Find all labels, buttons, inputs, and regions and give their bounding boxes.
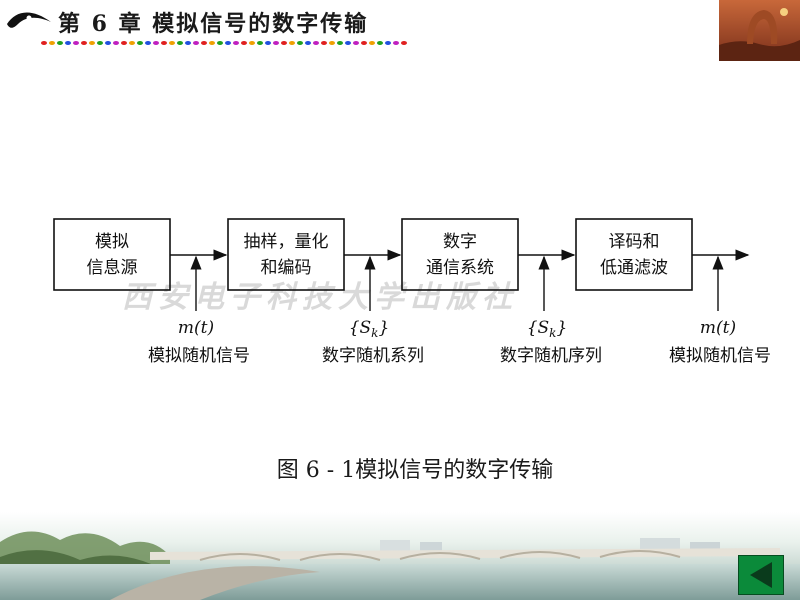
decorative-dot <box>177 41 183 45</box>
block-analog-source: 模拟 信息源 <box>53 218 171 291</box>
signal-symbol: {Sk} <box>349 318 390 340</box>
decorative-dot <box>249 41 255 45</box>
decorative-dot <box>41 41 47 45</box>
decorative-dot <box>225 41 231 45</box>
block-label: 模拟 <box>95 232 129 252</box>
block-sampling-quantizing-encoding: 抽样，量化 和编码 <box>227 218 345 291</box>
decorative-dot <box>129 41 135 45</box>
header-photo-arch <box>719 0 800 61</box>
decorative-dot <box>305 41 311 45</box>
decorative-dot <box>385 41 391 45</box>
decorative-dot <box>377 41 383 45</box>
block-label: 数字 <box>443 232 477 252</box>
decorative-dot <box>105 41 111 45</box>
decorative-dot <box>121 41 127 45</box>
decorative-dotted-line <box>41 41 407 45</box>
block-label: 译码和 <box>609 232 660 252</box>
block-label: 和编码 <box>261 258 312 278</box>
decorative-dot <box>169 41 175 45</box>
decorative-dot <box>289 41 295 45</box>
signal-label: 数字随机序列 <box>500 346 602 366</box>
decorative-dot <box>209 41 215 45</box>
decorative-dot <box>65 41 71 45</box>
decorative-dot <box>145 41 151 45</box>
footer-bridge-scene <box>0 512 800 600</box>
decorative-dot <box>217 41 223 45</box>
block-label: 通信系统 <box>426 258 494 278</box>
decorative-dot <box>345 41 351 45</box>
block-decoding-lowpass: 译码和 低通滤波 <box>575 218 693 291</box>
triangle-left-icon[interactable] <box>738 555 784 595</box>
decorative-dot <box>137 41 143 45</box>
decorative-dot <box>369 41 375 45</box>
decorative-dot <box>393 41 399 45</box>
signal-label: 数字随机系列 <box>322 346 424 366</box>
decorative-dot <box>265 41 271 45</box>
decorative-dot <box>57 41 63 45</box>
decorative-dot <box>233 41 239 45</box>
decorative-dot <box>337 41 343 45</box>
decorative-dot <box>113 41 119 45</box>
decorative-dot <box>81 41 87 45</box>
decorative-dot <box>73 41 79 45</box>
decorative-dot <box>329 41 335 45</box>
decorative-dot <box>161 41 167 45</box>
figure-caption: 图 6 - 1模拟信号的数字传输 <box>276 458 554 483</box>
page-title: 第 6 章 模拟信号的数字传输 <box>58 11 369 37</box>
decorative-dot <box>313 41 319 45</box>
signal-label: 模拟随机信号 <box>148 346 250 366</box>
block-digital-comm-system: 数字 通信系统 <box>401 218 519 291</box>
decorative-dot <box>297 41 303 45</box>
decorative-dot <box>281 41 287 45</box>
signal-symbol: m(t) <box>178 318 214 338</box>
decorative-dot <box>201 41 207 45</box>
swirl-logo-icon <box>7 12 51 28</box>
decorative-dot <box>97 41 103 45</box>
decorative-dot <box>273 41 279 45</box>
block-label: 抽样，量化 <box>244 232 329 252</box>
decorative-dot <box>321 41 327 45</box>
signal-symbol: m(t) <box>700 318 736 338</box>
decorative-dot <box>153 41 159 45</box>
signal-label: 模拟随机信号 <box>669 346 771 366</box>
decorative-dot <box>401 41 407 45</box>
block-label: 低通滤波 <box>600 258 668 278</box>
decorative-dot <box>89 41 95 45</box>
signal-symbol: {Sk} <box>527 318 568 340</box>
decorative-dot <box>361 41 367 45</box>
decorative-dot <box>241 41 247 45</box>
decorative-dot <box>185 41 191 45</box>
decorative-dot <box>353 41 359 45</box>
decorative-dot <box>49 41 55 45</box>
decorative-dot <box>193 41 199 45</box>
block-label: 信息源 <box>87 258 138 278</box>
watermark-text: 西安电子科技大学出版社 <box>122 280 518 315</box>
decorative-dot <box>257 41 263 45</box>
